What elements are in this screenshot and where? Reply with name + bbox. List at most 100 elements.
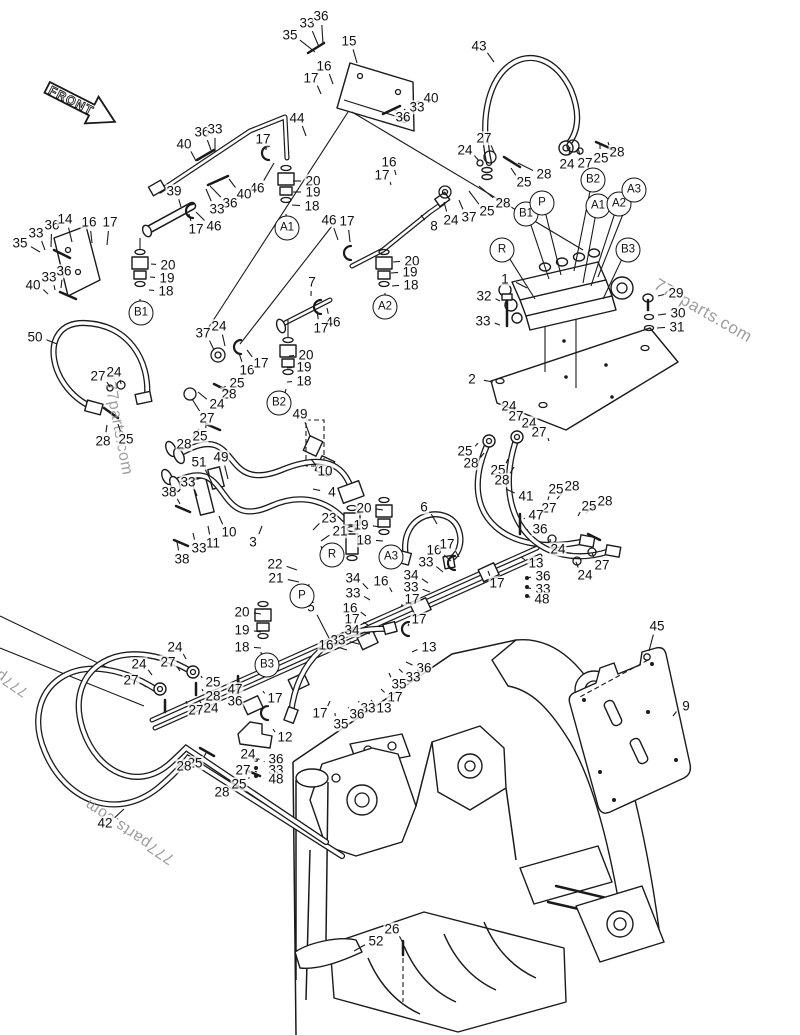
part-callout: 17 xyxy=(302,70,320,86)
part-callout: 16 xyxy=(80,214,98,230)
part-callout: 10 xyxy=(316,463,334,479)
part-callout: 33 xyxy=(408,99,426,115)
part-callout: 19 xyxy=(352,517,370,533)
fitting-stacks xyxy=(131,164,393,640)
part-callout: 28 xyxy=(175,436,193,452)
part-callout: 24 xyxy=(105,364,123,380)
part-callout: 28 xyxy=(175,758,193,774)
part-callout: 33 xyxy=(40,269,58,285)
part-callout: 33 xyxy=(402,579,420,595)
port-label: A1 xyxy=(585,193,611,219)
part-callout: 31 xyxy=(668,319,686,335)
port-label: B2 xyxy=(266,390,292,416)
part-callout: 24 xyxy=(549,541,567,557)
part-callout: 33 xyxy=(27,225,45,241)
part-callout: 25 xyxy=(117,431,135,447)
part-callout: 25 xyxy=(228,375,246,391)
hose-43 xyxy=(481,55,581,181)
part-callout: 33 xyxy=(179,474,197,490)
part-callout: 36 xyxy=(348,706,366,722)
part-callout: 28 xyxy=(494,195,512,211)
part-callout: 8 xyxy=(429,218,439,234)
part-callout: 17 xyxy=(403,591,421,607)
part-callout: 28 xyxy=(535,166,553,182)
part-callout: 46 xyxy=(320,212,338,228)
part-callout: 50 xyxy=(26,329,44,345)
part-callout: 17 xyxy=(373,167,391,183)
part-callout: 16 xyxy=(425,542,443,558)
part-callout: 13 xyxy=(375,700,393,716)
part-callout: 34 xyxy=(344,570,362,586)
part-callout: 17 xyxy=(311,705,329,721)
part-callout: 13 xyxy=(420,639,438,655)
part-callout: 28 xyxy=(596,493,614,509)
part-callout: 28 xyxy=(204,688,222,704)
part-callout: 24 xyxy=(576,567,594,583)
part-callout: 27 xyxy=(507,408,525,424)
part-callout: 18 xyxy=(355,532,373,548)
part-callout: 33 xyxy=(404,669,422,685)
pipe-39 xyxy=(141,201,197,238)
part-callout: 11 xyxy=(204,535,222,551)
part-callout: 40 xyxy=(422,90,440,106)
part-callout: 27 xyxy=(198,410,216,426)
part-callout: 42 xyxy=(96,815,114,831)
part-callout: 40 xyxy=(24,277,42,293)
part-callout: 36 xyxy=(43,217,61,233)
part-callout: 47 xyxy=(527,507,545,523)
part-callout: 16 xyxy=(372,573,390,589)
part-callout: 33 xyxy=(190,540,208,556)
part-callout: 28 xyxy=(493,472,511,488)
part-callout: 18 xyxy=(402,277,420,293)
part-callout: 36 xyxy=(531,521,549,537)
part-callout: 24 xyxy=(202,700,220,716)
port-label: R xyxy=(319,542,345,568)
tube-4 xyxy=(179,441,356,495)
part-callout: 4 xyxy=(327,484,337,500)
part-callout: 16 xyxy=(341,600,359,616)
part-callout: 25 xyxy=(456,443,474,459)
part-callout: 18 xyxy=(295,373,313,389)
part-callout: 45 xyxy=(648,618,666,634)
part-callout: 27 xyxy=(187,702,205,718)
chassis-frame xyxy=(292,639,665,1035)
port-label: R xyxy=(489,237,515,263)
part-callout: 33 xyxy=(298,15,316,31)
port-label: B3 xyxy=(615,237,641,263)
part-callout: 24 xyxy=(208,396,226,412)
part-callout: 37 xyxy=(460,209,478,225)
part-callout: 21 xyxy=(331,523,349,539)
part-callout: 19 xyxy=(295,359,313,375)
part-callout: 19 xyxy=(158,270,176,286)
port-label: A2 xyxy=(372,294,398,320)
part-callout: 20 xyxy=(403,253,421,269)
mounting-plate xyxy=(490,300,679,431)
part-callout: 19 xyxy=(233,622,251,638)
part-callout: 27 xyxy=(475,130,493,146)
part-callout: 43 xyxy=(470,38,488,54)
part-callout: 17 xyxy=(338,213,356,229)
part-callout: 20 xyxy=(159,257,177,273)
part-callout: 24 xyxy=(456,142,474,158)
part-callout: 18 xyxy=(303,198,321,214)
part-callout: 21 xyxy=(267,570,285,586)
part-callout: 27 xyxy=(159,654,177,670)
part-callout: 48 xyxy=(267,771,285,787)
part-callout: 36 xyxy=(534,568,552,584)
part-callout: 18 xyxy=(157,283,175,299)
part-callout: 36 xyxy=(312,8,330,24)
part-callout: 25 xyxy=(580,498,598,514)
part-callout: 25 xyxy=(515,174,533,190)
part-callout: 15 xyxy=(340,33,358,49)
part-callout: 28 xyxy=(462,455,480,471)
part-callout: 28 xyxy=(608,144,626,160)
part-callout: 36 xyxy=(267,751,285,767)
part-callout: 23 xyxy=(320,510,338,526)
front-arrow: FRONT xyxy=(43,80,117,125)
part-callout: 35 xyxy=(390,676,408,692)
port-label: A1 xyxy=(274,215,300,241)
part-callout: 41 xyxy=(517,488,535,504)
part-callout: 27 xyxy=(530,424,548,440)
part-callout: 17 xyxy=(343,611,361,627)
